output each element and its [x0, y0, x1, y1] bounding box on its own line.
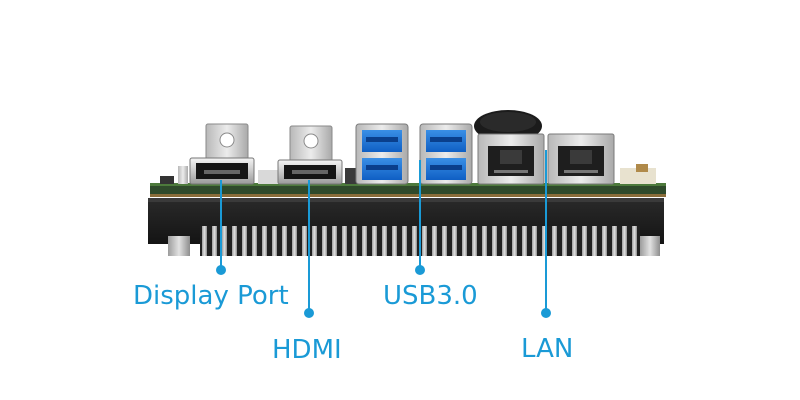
- usb3-leader-dot: [415, 265, 425, 275]
- lan-label: LAN: [521, 334, 574, 364]
- display-port-leader-dot: [216, 265, 226, 275]
- lan-connector-right: [547, 133, 615, 185]
- display-port-connector: [189, 123, 255, 185]
- display-port-label: Display Port: [133, 281, 289, 311]
- hdmi-label: HDMI: [272, 335, 342, 365]
- hdmi-leader-dot: [304, 308, 314, 318]
- usb3-label: USB3.0: [383, 281, 478, 311]
- lan-connector-left: [477, 133, 545, 185]
- callout-lines: [216, 150, 551, 318]
- usb3-connector-right: [419, 123, 473, 185]
- usb3-connector-left: [355, 123, 409, 185]
- heatsink: [148, 198, 664, 256]
- hdmi-connector: [277, 125, 343, 185]
- lan-leader-dot: [541, 308, 551, 318]
